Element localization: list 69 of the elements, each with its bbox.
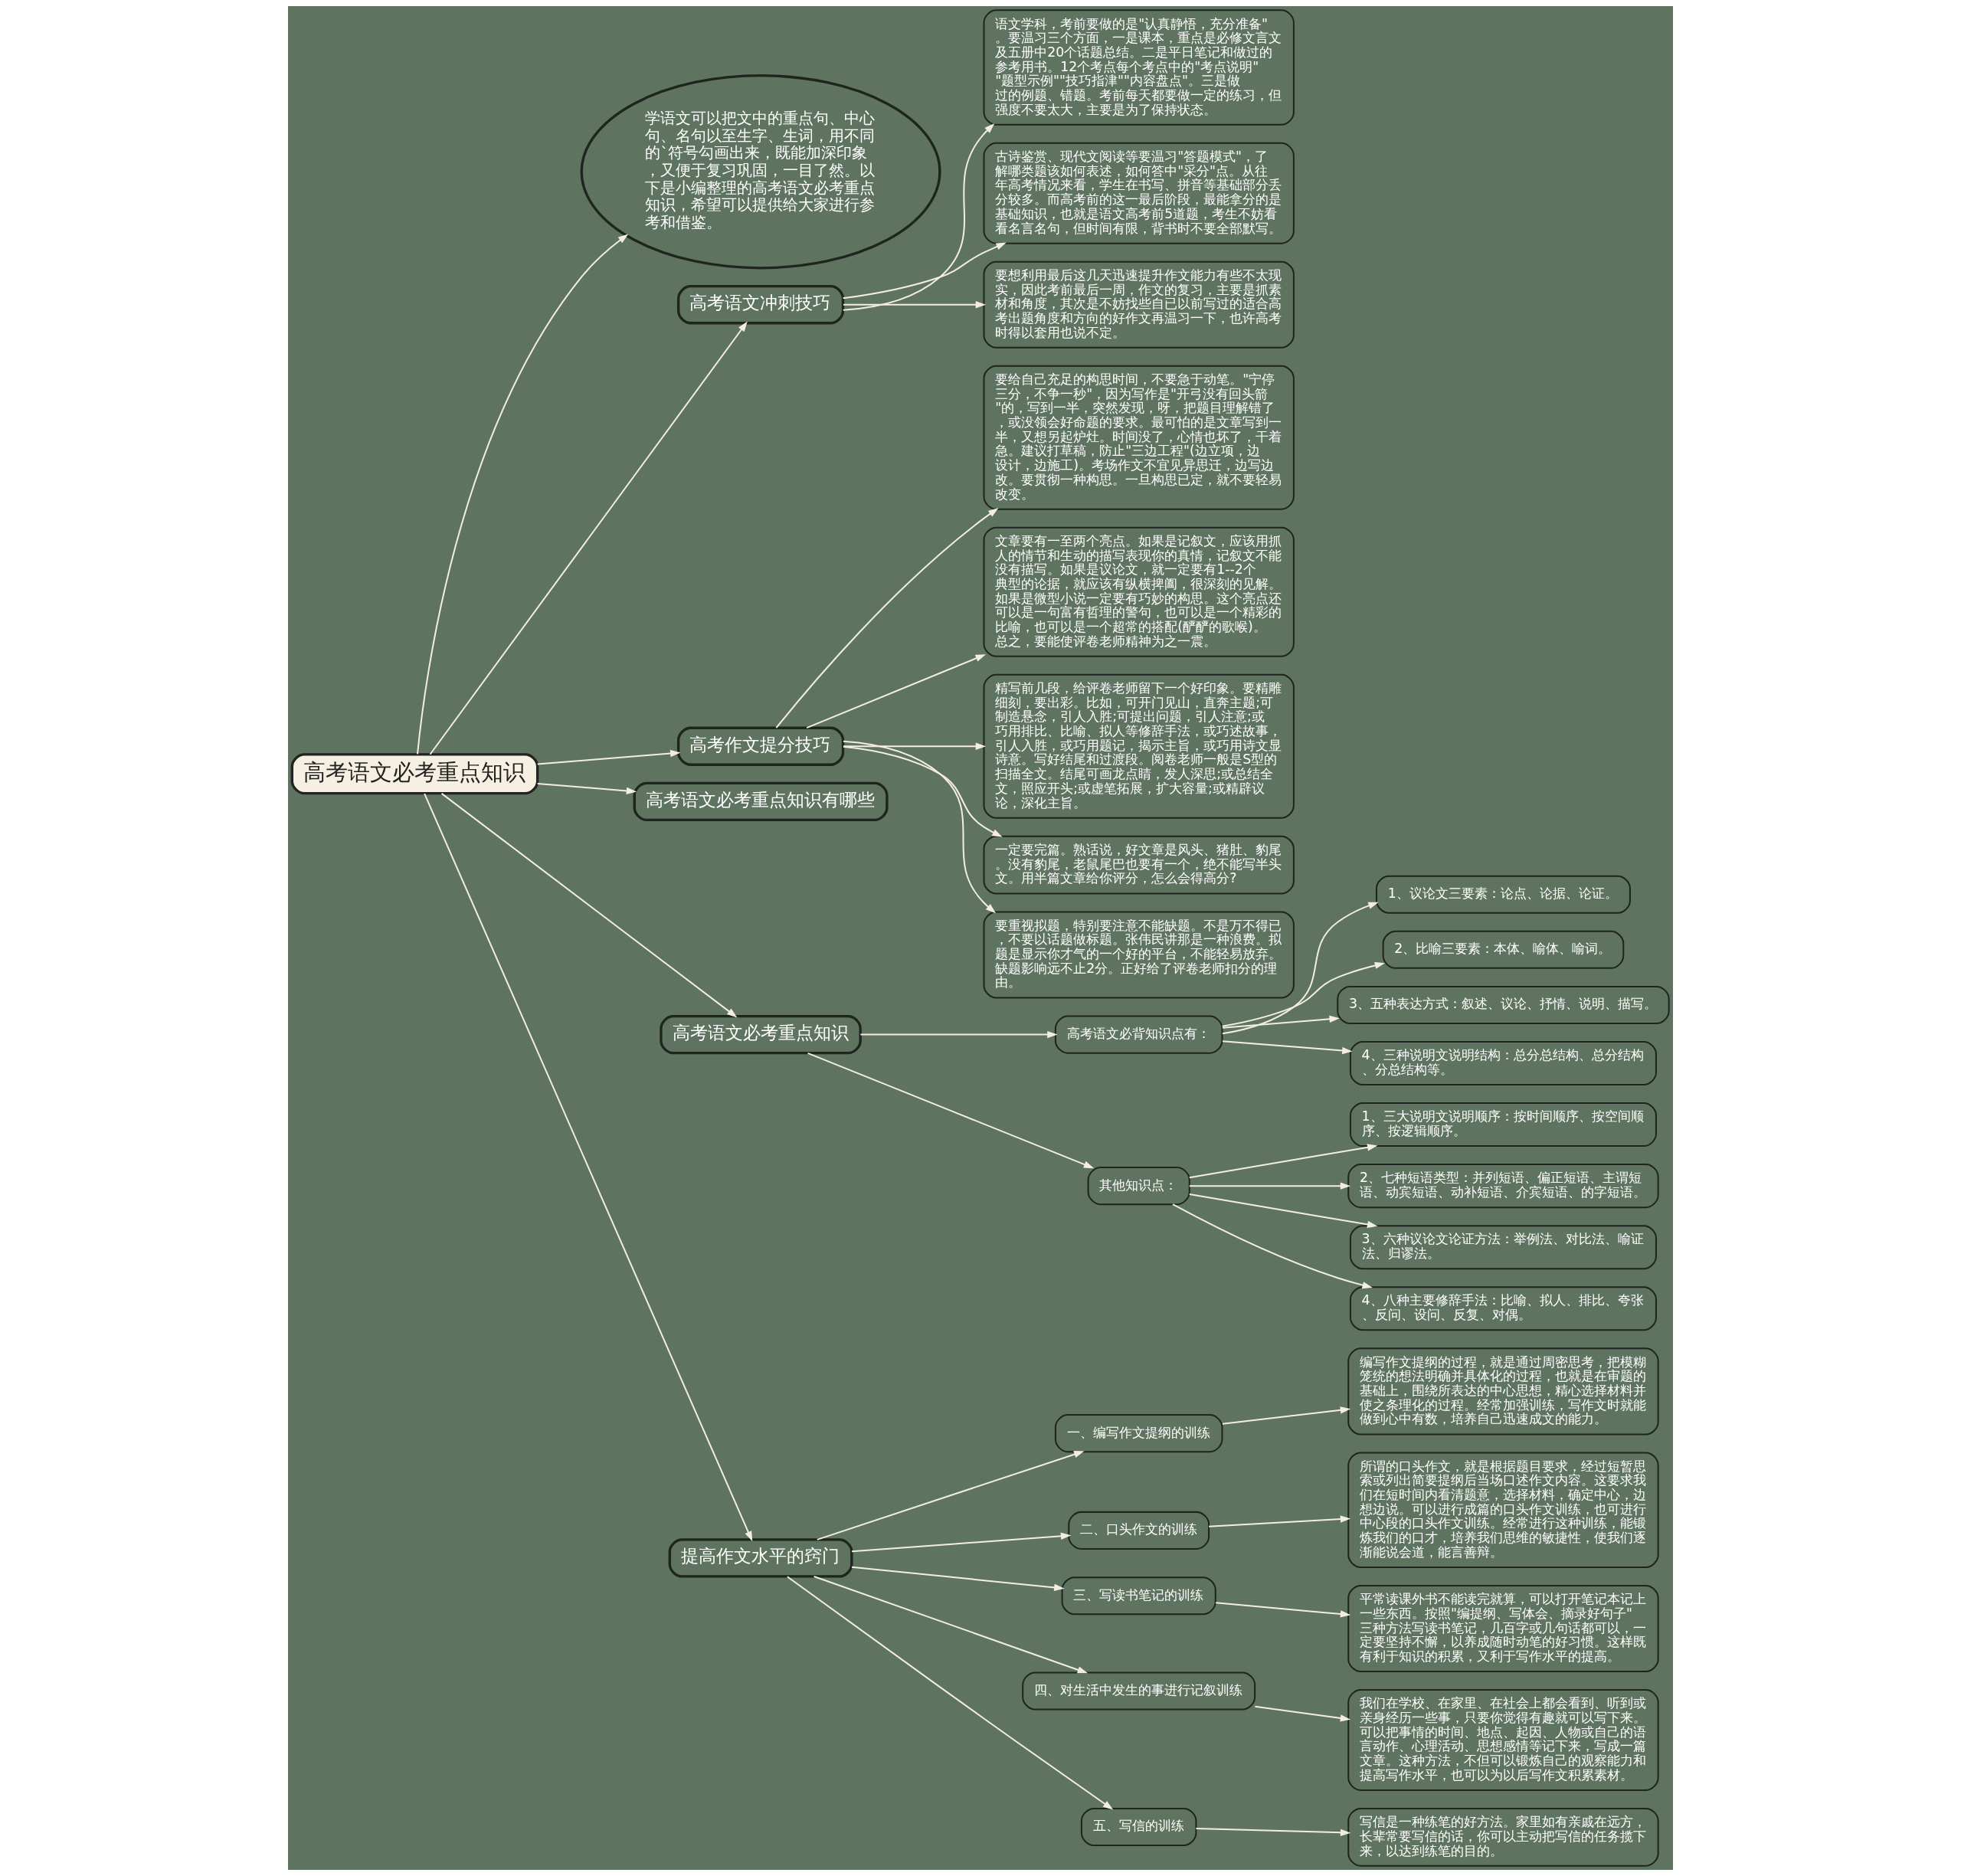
arrow	[806, 654, 986, 729]
node-box: 高考语文冲刺技巧	[676, 285, 845, 325]
arrow	[842, 301, 987, 309]
node-box: 高考语文必背知识点有：	[1054, 1015, 1223, 1054]
node-box: 其他知识点：	[1087, 1167, 1190, 1206]
arrow	[1172, 1203, 1373, 1289]
arrow	[1254, 1705, 1351, 1722]
arrow	[1221, 961, 1386, 1027]
node-box: 4、三种说明文说明结构：总分总结构、总分结构、分总结构等。	[1349, 1040, 1657, 1085]
node-box: 要重视拟题，特别要注意不能缺题。不是万不得已，不要以话题做标题。张伟民讲那是一种浪费。拟题是显示你才气的一个好的平台，不能轻易放弃。缺题影响远不止2分。正好给了评卷老师扣分的理由。	[983, 911, 1295, 999]
arrow	[1221, 1406, 1351, 1425]
arrow	[1221, 1015, 1340, 1029]
arrow	[842, 123, 995, 311]
node-box: 平常读课外书不能读完就算，可以打开笔记本记上一些东西。按照"编提纲、写体会、摘录好句子"三种方法写读书笔记，几百字或几句话都可以，一定要坚持不懈，以养成随时动笔的好习惯。这样既有利于知识的积累，又利于写作水平的提高。	[1347, 1584, 1659, 1673]
arrow	[813, 1576, 1089, 1674]
node-box: 语文学科，考前要做的是"认真静悟，充分准备"。要温习三个方面，一是课本，重点是必修文言文及五册中20个话题总结。二是平日笔记和做过的参考用书。12个考点每个考点中的"考点说明""题型示例""技巧指津""内容盘点"。三是做过的例题、错题。考前每天都要做一定的练习，但强度不要太大，主要是为了保持状态。	[983, 9, 1295, 126]
node-box: 我们在学校、在家里、在社会上都会看到、听到或亲身经历一些事，只要你觉得有趣就可以写下来。可以把事情的时间、地点、起因、人物或自己的语言动作、心理活动、思想感情等记下来，写成一篇文章。这种方法，不但可以锻炼自己的观察能力和提高写作水平，也可以为以后写作文积累素材。	[1347, 1689, 1659, 1791]
arrow	[1208, 1515, 1351, 1527]
node-box: 编写作文提纲的过程，就是通过周密思考，把模糊笼统的想法明确并具体化的过程，也就是在审题的基础上，围绕所表达的中心思想，精心选择材料并使之条理化的过程。经常加强训练，写作文时就能做到心中有数，培养自己迅速成文的能力。	[1347, 1347, 1659, 1436]
node-box: 高考语文必考重点知识	[660, 1014, 862, 1055]
arrow	[1221, 1040, 1353, 1055]
node-box: 2、七种短语类型：并列短语、偏正短语、主谓短语、动宾短语、动补短语、介宾短语、的字短语。	[1347, 1164, 1659, 1209]
arrow	[417, 234, 629, 755]
arrow	[429, 321, 748, 755]
arrow	[536, 783, 637, 795]
arrow	[424, 793, 753, 1542]
node-box: 4、八种主要修辞手法：比喻、拟人、排比、夸张、反问、设问、反复、对偶。	[1349, 1286, 1657, 1331]
arrow	[1188, 1144, 1378, 1179]
node-box: 四、对生活中发生的事进行记叙训练	[1022, 1671, 1256, 1711]
node-box: 高考语文必考重点知识	[290, 753, 539, 795]
node-box: 2、比喻三要素：本体、喻体、喻词。	[1382, 930, 1625, 969]
node-box: 三、写读书笔记的训练	[1061, 1576, 1216, 1616]
node-box: 文章要有一至两个亮点。如果是记叙文，应该用抓人的情节和生动的描写表现你的真情，记叙文不能没有描写。如果是议论文，就一定要有1--2个典型的论据，就应该有纵横捭阖，很深刻的见解。如果是微型小说一定要有巧妙的构思。这个亮点还可以是一句富有哲理的警句，也可以是一个精彩的比喻，也可以是一个超常的搭配(酽酽的歌喉)。总之，要能使评卷老师精神为之一震。	[983, 526, 1295, 657]
arrow	[1215, 1602, 1351, 1618]
arrow	[859, 1030, 1058, 1039]
arrow	[842, 242, 1007, 300]
arrow	[842, 740, 997, 914]
arrow	[786, 1576, 1114, 1810]
node-box: 高考作文提分技巧	[676, 726, 845, 766]
arrow	[842, 742, 987, 750]
arrow	[816, 1451, 1085, 1540]
arrow	[807, 1052, 1095, 1169]
arrow	[775, 508, 999, 729]
node-box: 3、五种表达方式：叙述、议论、抒情、说明、描写。	[1337, 985, 1670, 1024]
node-box: 要想利用最后这几天迅速提升作文能力有些不太现实，因此考前最后一周，作文的复习，主要是抓素材和角度，其次是不妨找些自已以前写过的适合高考出题角度和方向的好作文再温习一下，也许高考时得以套用也说不定。	[983, 260, 1295, 349]
node-box: 提高作文水平的窍门	[668, 1538, 853, 1578]
node-box: 1、议论文三要素：论点、论据、论证。	[1375, 875, 1631, 914]
arrow	[1188, 1193, 1378, 1229]
node-box: 五、写信的训练	[1080, 1807, 1197, 1846]
arrow	[851, 1566, 1065, 1591]
arrow	[851, 1532, 1072, 1553]
node-box: 精写前几段，给评卷老师留下一个好印象。要精雕细刻，要出彩。比如，可开门见山，直奔主题;可制造悬念，引人入胜;可提出问题，引人注意;或巧用排比、比喻、拟人等修辞手法，或巧述故事，引人入胜，或巧用题记，揭示主旨，或巧用诗文显诗意。写好结尾和过渡段。阅卷老师一般是S型的扫描全文。结尾可画龙点睛，发人深思;或总结全文，照应开头;或虚笔拓展，扩大容量;或精辟议论，深化主旨。	[983, 673, 1295, 819]
node-box: 要给自己充足的构思时间，不要急于动笔。"宁停三分，不争一秒"，因为写作是"开弓没有回头箭"的，写到一半，突然发现，呀，把题目理解错了，或没领会好命题的要求。最可怕的是文章写到一半，又想另起炉灶。时间没了，心情也坏了，干着急。建议打草稿，防止"三边工程"(边立项，边设计，边施工)。考场作文不宜见异思迁，边写边改。要贯彻一种构思。一旦构思已定，就不要轻易改变。	[983, 365, 1295, 510]
arrow	[1188, 1182, 1351, 1190]
node-box: 1、三大说明文说明顺序：按时间顺序、按空间顺序、按逻辑顺序。	[1349, 1102, 1657, 1148]
arrow	[440, 792, 738, 1018]
node-box: 高考语文必考重点知识有哪些	[633, 781, 889, 821]
arrow	[1195, 1828, 1351, 1836]
node-box: 一定要完篇。熟话说，好文章是风头、猪肚、豹尾。没有豹尾，老鼠尾巴也要有一个，绝不能写半头文。用半篇文章给你评分，怎么会得高分?	[983, 835, 1295, 895]
node-box: 写信是一种练笔的好方法。家里如有亲戚在远方，长辈常要写信的话，你可以主动把写信的任务揽下来，以达到练笔的目的。	[1347, 1807, 1659, 1867]
arrow	[536, 749, 681, 765]
node-box: 古诗鉴赏、现代文阅读等要温习"答题模式"，了解哪类题该如何表述，如何答中"采分"点。从往年高考情况来看，学生在书写、拼音等基础部分丢分较多。而高考前的这一最后阶段，最能拿分的是基础知识，也就是语文高考前5道题，考生不妨看看名言名句，但时间有限，背书时不要全部默写。	[983, 142, 1295, 244]
node-box: 所谓的口头作文，就是根据题目要求，经过短暂思索或列出简要提纲后当场口述作文内容。这要求我们在短时间内看清题意，选择材料，确定中心，边想边说。可以进行成篇的口头作文训练，也可进行中心段的口头作文训练。经常进行这种训练，能锻炼我们的口才，培养我们思维的敏捷性，使我们逐渐能说会道，能言善辩。	[1347, 1452, 1659, 1568]
node-box: 3、六种议论文论证方法：举例法、对比法、喻证法、归谬法。	[1349, 1225, 1657, 1270]
node-box: 二、口头作文的训练	[1068, 1511, 1210, 1550]
arrow	[843, 745, 1003, 837]
node-ellipse: 学语文可以把文中的重点句、中心句、名句以至生字、生词，用不同的`符号勾画出来，既能加深印象，又便于复习巩固，一目了然。以下是小编整理的高考语文必考重点知识，希望可以提供给大家进行参考和借鉴。	[580, 74, 941, 270]
arrow	[1221, 902, 1379, 1035]
node-box: 一、编写作文提纲的训练	[1054, 1414, 1223, 1453]
